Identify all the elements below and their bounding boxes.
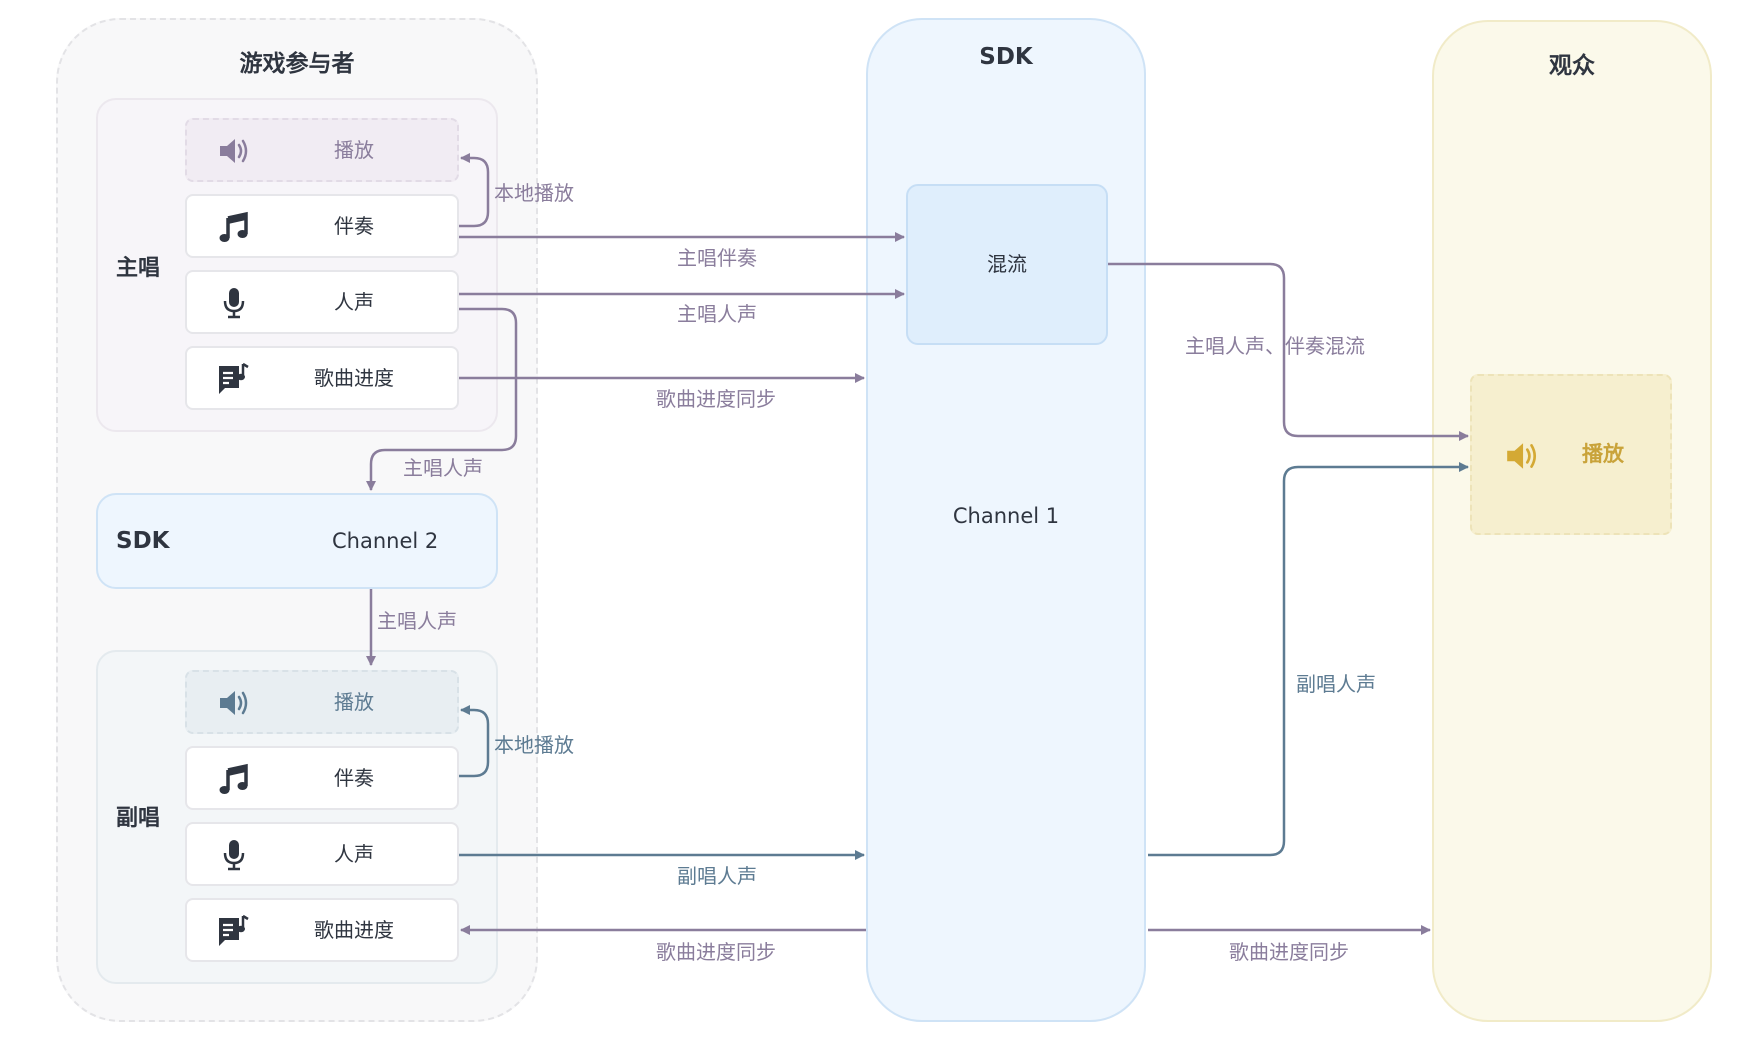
label-sync-to-backing: 歌曲进度同步 xyxy=(656,940,776,964)
music-note-icon xyxy=(219,211,248,242)
edge-backing-local-play xyxy=(459,705,490,778)
audience-play-box: 播放 xyxy=(1470,374,1672,535)
lead-vocal-box: 人声 xyxy=(185,270,459,334)
edge-lead-local-play xyxy=(459,153,490,228)
sdk2-channel: Channel 2 xyxy=(332,529,439,553)
edge-lead-vocal-to-sdk2 xyxy=(366,307,518,491)
channel-1-label: Channel 1 xyxy=(952,504,1060,528)
audience-column-title: 观众 xyxy=(1549,53,1595,79)
lead-accompaniment-label: 伴奏 xyxy=(334,214,374,238)
label-lead-vocal-to-sdk2: 主唱人声 xyxy=(403,456,483,480)
backing-accompaniment-label: 伴奏 xyxy=(334,766,374,790)
lead-play-label: 播放 xyxy=(334,138,374,162)
backing-accompaniment-box: 伴奏 xyxy=(185,746,459,810)
lead-song-progress-box: 歌曲进度 xyxy=(185,346,459,410)
backing-song-progress-box: 歌曲进度 xyxy=(185,898,459,962)
backing-vocal-box: 人声 xyxy=(185,822,459,886)
speaker-icon xyxy=(220,139,248,163)
label-sdk2-to-backing: 主唱人声 xyxy=(377,609,457,633)
speaker-icon xyxy=(220,691,248,715)
label-lead-sync: 歌曲进度同步 xyxy=(656,387,776,411)
backing-play-label: 播放 xyxy=(334,690,374,714)
label-lead-vocal: 主唱人声 xyxy=(677,302,757,326)
backing-vocal-label: 人声 xyxy=(334,842,374,866)
label-backing-local-play: 本地播放 xyxy=(494,733,574,757)
lead-play-box: 播放 xyxy=(185,118,459,182)
label-backing-vocal: 副唱人声 xyxy=(677,864,757,888)
sdk-column-title: SDK xyxy=(979,44,1033,70)
audience-play-label: 播放 xyxy=(1582,442,1624,466)
song-progress-icon xyxy=(219,914,249,946)
edge-backing-vocal-to-audience xyxy=(1148,462,1469,857)
song-progress-icon xyxy=(219,362,249,394)
edge-mix-to-audience xyxy=(1108,262,1469,441)
backing-singer-label: 副唱 xyxy=(116,806,161,831)
lead-accompaniment-box: 伴奏 xyxy=(185,194,459,258)
sdk2-name: SDK xyxy=(116,528,170,554)
speaker-icon xyxy=(1507,443,1537,469)
lead-vocal-label: 人声 xyxy=(334,290,374,314)
music-note-icon xyxy=(219,763,248,794)
lead-song-progress-label: 歌曲进度 xyxy=(314,366,394,390)
label-backing-vocal-to-audience: 副唱人声 xyxy=(1296,672,1376,696)
label-lead-accompaniment: 主唱伴奏 xyxy=(677,246,757,270)
sdk-channel-2-box: SDK Channel 2 xyxy=(96,493,498,589)
microphone-icon xyxy=(223,840,245,871)
label-lead-local-play: 本地播放 xyxy=(494,181,574,205)
label-sync-to-audience: 歌曲进度同步 xyxy=(1229,940,1349,964)
lead-singer-label: 主唱 xyxy=(116,256,161,281)
players-column-title: 游戏参与者 xyxy=(239,51,355,77)
microphone-icon xyxy=(223,288,245,319)
label-mix-to-audience: 主唱人声、伴奏混流 xyxy=(1185,334,1365,358)
backing-song-progress-label: 歌曲进度 xyxy=(314,918,394,942)
backing-play-box: 播放 xyxy=(185,670,459,734)
mix-stream-box: 混流 xyxy=(906,184,1108,345)
